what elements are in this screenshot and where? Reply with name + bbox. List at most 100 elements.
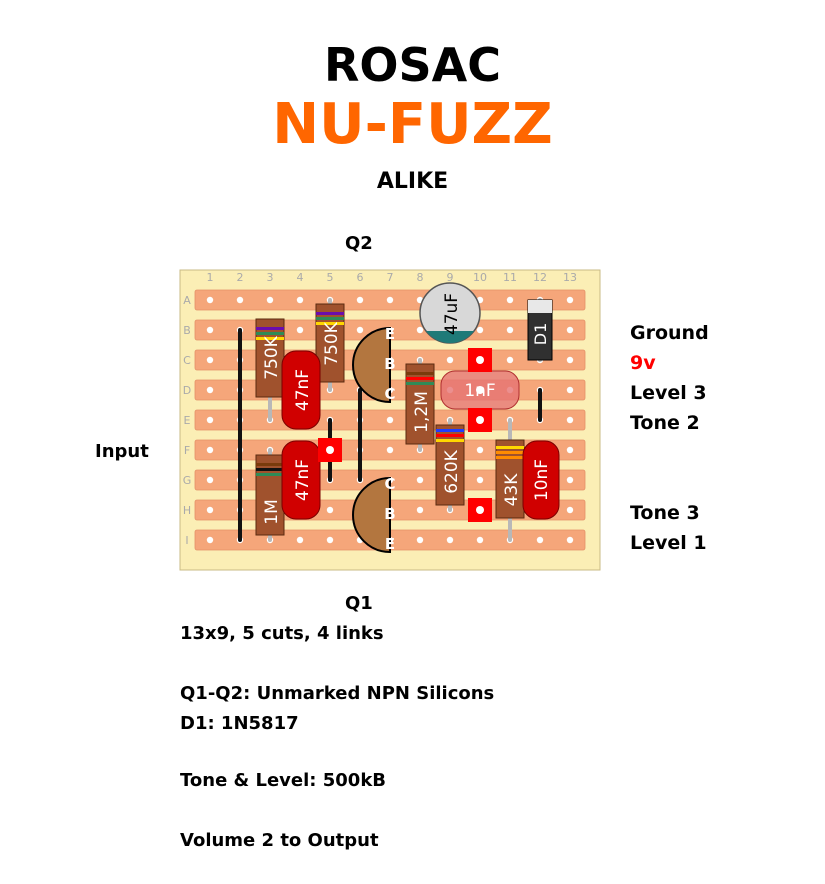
q1-transistor-body <box>352 476 391 554</box>
c5-value: 47uF <box>442 293 462 335</box>
tone2-label: Tone 2 <box>630 412 700 434</box>
strip-hole <box>566 326 574 334</box>
level3-label: Level 3 <box>630 382 707 404</box>
capacitor-c2-47nf: 47nF <box>281 440 321 520</box>
q2-pin-b: B <box>384 355 395 373</box>
strip-hole <box>566 356 574 364</box>
strip-hole <box>506 326 514 334</box>
q1-pin-b: B <box>384 505 395 523</box>
r2-value: 750K <box>322 321 342 365</box>
column-label: 3 <box>267 271 274 284</box>
row-label: F <box>184 444 190 457</box>
row-label: D <box>183 384 191 397</box>
strip-hole <box>446 536 454 544</box>
column-label: 9 <box>447 271 454 284</box>
strip-hole <box>266 296 274 304</box>
c1-value: 47nF <box>293 369 313 411</box>
strip-hole <box>416 476 424 484</box>
strip-hole <box>506 296 514 304</box>
resistor-r3-1m: 1M <box>255 454 285 536</box>
tone3-label: Tone 3 <box>630 502 700 524</box>
strip-hole <box>566 476 574 484</box>
strip-hole <box>566 416 574 424</box>
column-label: 6 <box>357 271 364 284</box>
strip-hole <box>566 296 574 304</box>
r5-value: 620K <box>442 449 462 493</box>
column-label: 5 <box>327 271 334 284</box>
row-label: E <box>184 414 191 427</box>
subtitle: ALIKE <box>376 169 449 194</box>
r1-value: 750K <box>262 335 282 379</box>
strip-hole <box>446 356 454 364</box>
strip-hole <box>356 296 364 304</box>
strip-hole <box>296 536 304 544</box>
strip-hole <box>386 296 394 304</box>
resistor-r4-1-2m: 1,2M <box>405 363 435 445</box>
power-label: 9v <box>630 352 656 374</box>
strip-hole <box>206 536 214 544</box>
diode-d1: D1 <box>527 299 553 361</box>
row-label: B <box>183 324 191 337</box>
column-label: 4 <box>297 271 304 284</box>
r4-value: 1,2M <box>412 391 432 433</box>
column-label: 10 <box>473 271 487 284</box>
strip-hole <box>476 536 484 544</box>
row-label: G <box>183 474 192 487</box>
note-volume: Volume 2 to Output <box>180 830 379 851</box>
strip-hole <box>506 356 514 364</box>
strip-hole <box>476 446 484 454</box>
c4-value: 10nF <box>532 459 552 501</box>
column-label: 1 <box>207 271 214 284</box>
input-label: Input <box>95 441 149 462</box>
q2-label: Q2 <box>345 233 373 254</box>
q2-pin-e: E <box>385 325 395 343</box>
q1-pin-c: C <box>384 475 395 493</box>
note-transistors: Q1-Q2: Unmarked NPN Silicons <box>180 683 495 704</box>
strip-hole <box>386 446 394 454</box>
strip-hole <box>326 536 334 544</box>
strip-hole <box>206 296 214 304</box>
resistor-r6-43k: 43K <box>495 439 525 519</box>
row-label: A <box>183 294 191 307</box>
strip-hole <box>416 326 424 334</box>
strip-hole <box>416 536 424 544</box>
strip-hole <box>476 326 484 334</box>
strip-hole <box>206 386 214 394</box>
column-label: 12 <box>533 271 547 284</box>
note-pots: Tone & Level: 500kB <box>180 770 387 791</box>
strip-hole <box>416 506 424 514</box>
row-label: C <box>183 354 191 367</box>
column-label: 8 <box>417 271 424 284</box>
c2-value: 47nF <box>293 459 313 501</box>
strip-hole <box>566 446 574 454</box>
strip-hole <box>536 536 544 544</box>
track-cuts <box>318 348 492 522</box>
q2-pin-c: C <box>384 385 395 403</box>
level1-label: Level 1 <box>630 532 707 554</box>
strip-hole <box>206 446 214 454</box>
r3-value: 1M <box>262 499 282 524</box>
strip-hole <box>566 506 574 514</box>
strip-hole <box>236 296 244 304</box>
ground-label: Ground <box>630 322 709 344</box>
capacitor-c1-47nf: 47nF <box>281 350 321 430</box>
column-label: 13 <box>563 271 577 284</box>
column-label: 7 <box>387 271 394 284</box>
strip-hole <box>476 476 484 484</box>
brand-title: ROSAC <box>323 38 501 92</box>
strip-hole <box>356 326 364 334</box>
note-diode: D1: 1N5817 <box>180 713 299 734</box>
capacitor-c5-47uf: 47uF <box>419 282 481 344</box>
strip-hole <box>566 536 574 544</box>
q1-pin-e: E <box>385 535 395 553</box>
column-label: 2 <box>237 271 244 284</box>
strip-hole <box>206 476 214 484</box>
strip-hole <box>206 356 214 364</box>
q1-label: Q1 <box>345 593 373 614</box>
strip-hole <box>206 326 214 334</box>
d1-label: D1 <box>531 323 550 346</box>
strip-hole <box>566 386 574 394</box>
row-label: H <box>183 504 191 517</box>
column-label: 11 <box>503 271 517 284</box>
